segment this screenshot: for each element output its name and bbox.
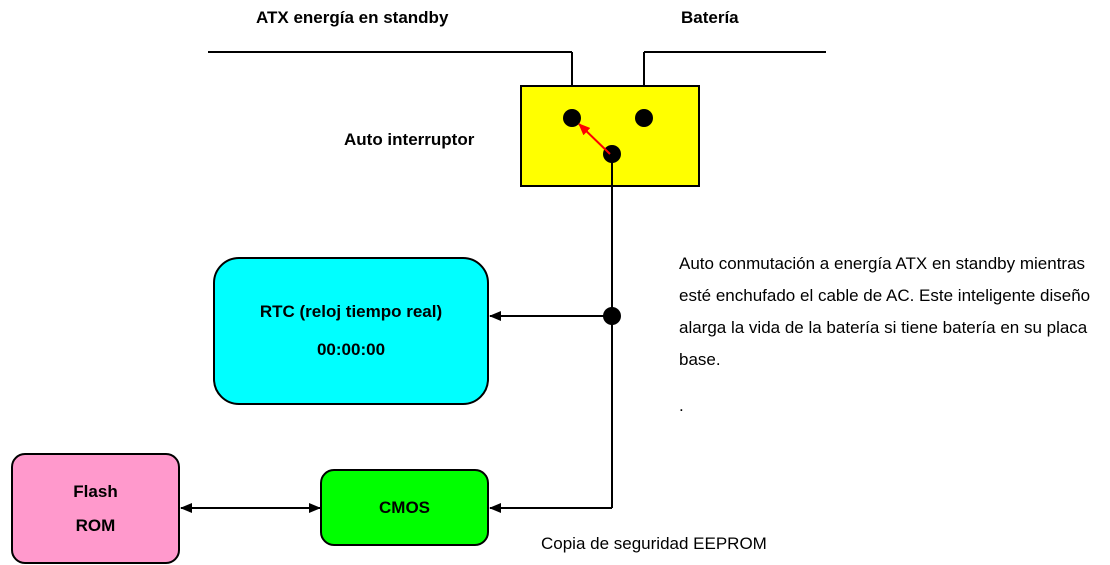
battery-label: Batería (681, 8, 739, 27)
rtc-time: 00:00:00 (316, 340, 386, 359)
description-text: Auto conmutación a energía ATX en standb… (679, 254, 1091, 369)
rtc-title: RTC (reloj tiempo real) (259, 302, 443, 321)
auto-switch-box (520, 85, 700, 187)
switch-arrow (578, 123, 611, 155)
atx-standby-line (208, 51, 573, 118)
cmos-label: CMOS (379, 497, 430, 517)
atx-standby-label: ATX energía en standby (256, 8, 449, 27)
description-text-block: Auto conmutación a energía ATX en standb… (679, 248, 1099, 422)
flash-rom-label: Flash ROM (73, 481, 118, 535)
battery-contact-node (635, 109, 653, 127)
eeprom-backup-label: Copia de seguridad EEPROM (541, 534, 767, 553)
rtc-box: RTC (reloj tiempo real) 00:00:00 (213, 257, 489, 405)
flash-rom-box: Flash ROM (11, 453, 180, 564)
auto-switch-label: Auto interruptor (344, 130, 475, 149)
cmos-box: CMOS (320, 469, 489, 546)
atx-contact-node (563, 109, 581, 127)
description-trailing: . (679, 396, 684, 415)
